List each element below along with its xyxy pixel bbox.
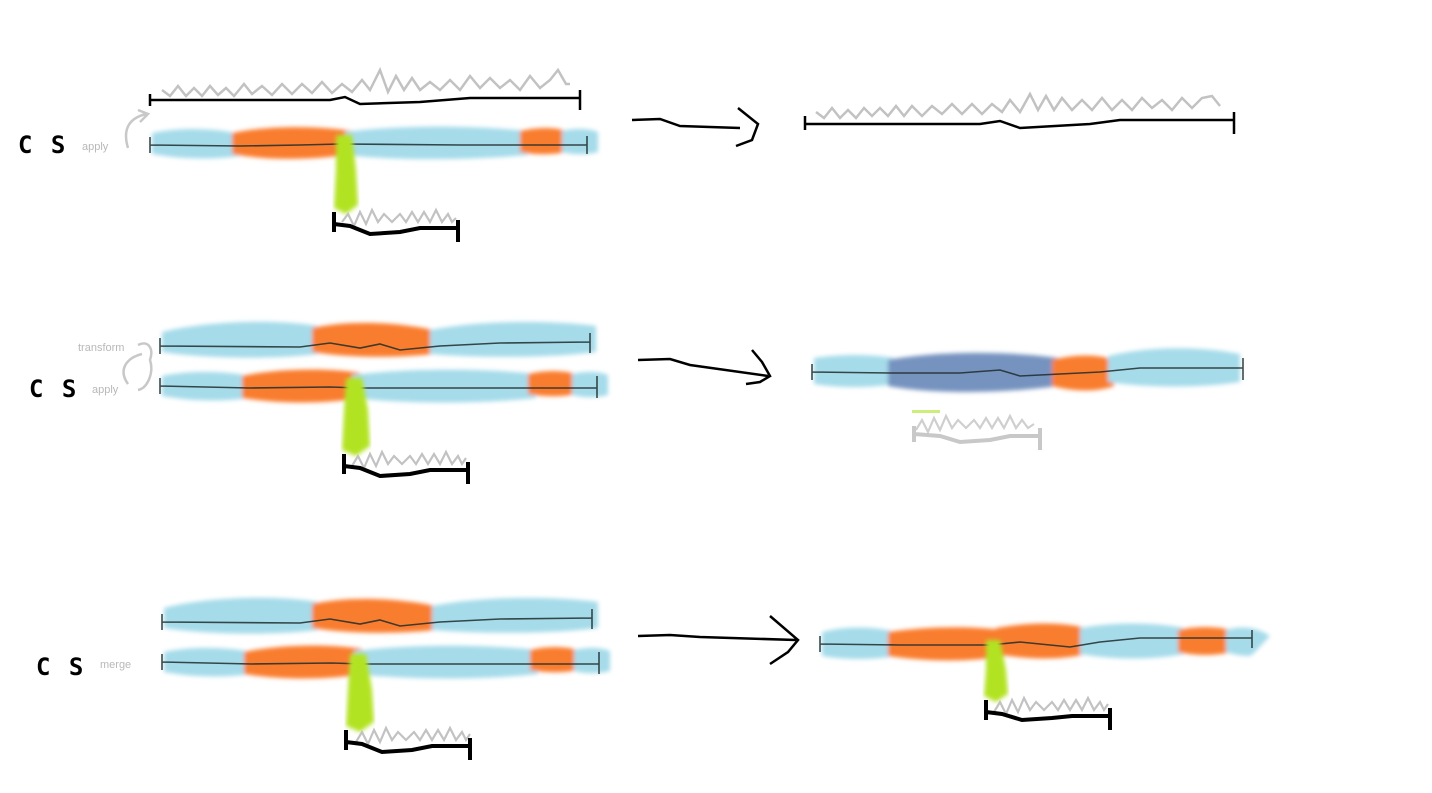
row2-result-gray-bracket <box>912 426 1042 450</box>
row3-top-line <box>161 609 593 630</box>
row1-gray-curved-arrow <box>124 108 151 149</box>
row1-main-line <box>149 136 588 154</box>
row2-bottom-line <box>159 376 598 398</box>
row3-top-strip <box>164 597 598 634</box>
row2-gray-brace <box>122 342 153 392</box>
row2-transform-arrow <box>637 349 772 386</box>
row2-result-gray-jagged <box>915 413 1035 435</box>
row2-inset-black-bracket <box>342 454 470 484</box>
row2-bottom-strip <box>162 369 608 403</box>
row1-main-strip <box>152 126 598 160</box>
row2-left-group <box>122 321 608 484</box>
row2-result-line <box>811 358 1244 380</box>
row3-inset-black-bracket <box>344 730 472 760</box>
row3-merge-arrow <box>637 615 800 666</box>
row2-result-strip <box>814 348 1240 392</box>
row3-result-strip <box>822 623 1270 661</box>
row1-result-black-bracket <box>803 112 1236 134</box>
row1-result-gray-jagged <box>815 91 1221 120</box>
row2-right-group <box>811 348 1244 450</box>
row3-result-gray-jagged <box>993 695 1109 717</box>
row3-lime-drip <box>346 654 374 732</box>
row3-inset-gray-jagged <box>355 725 471 747</box>
row1-top-black-bracket <box>148 90 582 110</box>
row2-lime-drip <box>342 378 370 456</box>
row3-right-group <box>819 623 1270 730</box>
row2-result-lime-stub <box>912 410 940 413</box>
apply-label-row2: apply <box>92 384 119 396</box>
row2-inset-gray-jagged <box>351 449 467 471</box>
row1-inset-black-bracket <box>332 212 460 242</box>
row3-left-group <box>161 597 610 760</box>
row1-right-group <box>803 91 1236 134</box>
row3-result-lime-drip <box>984 640 1008 702</box>
apply-label-row1: apply <box>82 141 109 153</box>
row2-top-line <box>159 333 591 354</box>
row1-left-group <box>124 66 598 242</box>
row3-result-line <box>819 630 1253 652</box>
row1-lime-drip <box>334 135 358 214</box>
row3-bottom-line <box>161 652 600 674</box>
cs-label-row1: C S <box>18 131 68 159</box>
row3-bottom-strip <box>164 645 610 679</box>
transform-label-row2: transform <box>78 342 125 354</box>
row1-top-gray-jagged <box>161 66 570 98</box>
cs-label-row3: C S <box>36 653 86 681</box>
row2-top-strip <box>162 321 596 358</box>
merge-label-row3: merge <box>100 659 132 671</box>
row3-result-black-bracket <box>984 700 1112 730</box>
row1-inset-gray-jagged <box>341 207 457 229</box>
cs-label-row2: C S <box>29 375 79 403</box>
row1-transform-arrow <box>631 107 760 148</box>
